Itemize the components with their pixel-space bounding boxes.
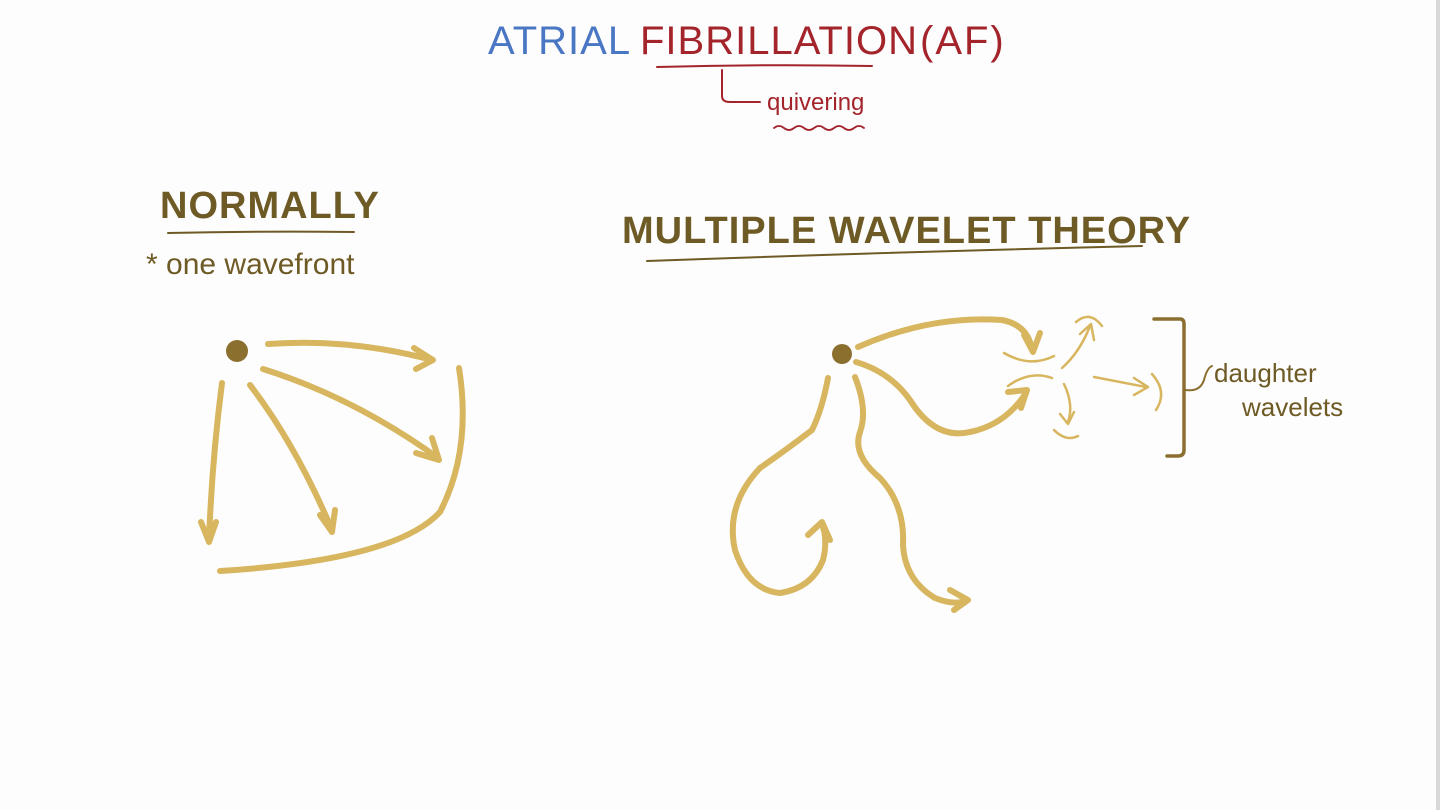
title-atrial: ATRIAL	[488, 19, 631, 63]
daughter-wavelets-group	[1002, 315, 1163, 440]
wavelet-middle-path	[853, 359, 1029, 437]
daughter-wavelet-up-front	[1074, 315, 1104, 328]
daughter-wavelets-bracket	[1152, 317, 1186, 458]
normally-note: * one wavefront	[146, 248, 355, 281]
daughter-wavelet-right	[1092, 375, 1148, 389]
normal-arrow-down	[206, 380, 225, 543]
collision-arc-lower	[1006, 374, 1054, 388]
daughter-wavelet-down	[1062, 382, 1072, 424]
normal-arrow-diagonal	[260, 366, 441, 461]
wavelet-left-loop-path	[729, 375, 831, 596]
wavelet-left-loop-arrowhead	[805, 519, 833, 543]
title-annotation-connector	[721, 69, 761, 103]
normal-wavefront-diagram	[198, 339, 466, 574]
daughter-wavelet-up	[1060, 324, 1092, 370]
title-annotation-wavy-underline	[773, 125, 865, 131]
multiple-wavelet-heading-underline	[646, 245, 1143, 262]
title-abbreviation: (AF)	[920, 19, 1006, 63]
daughter-wavelet-right-front	[1150, 372, 1163, 412]
title-fibrillation-underline	[656, 64, 873, 68]
daughter-wavelet-down-head	[1058, 410, 1076, 426]
wavelet-lower-arrowhead	[947, 587, 971, 613]
normal-arrow-right	[265, 339, 435, 363]
normal-arrow-down-head	[198, 519, 219, 545]
normal-arrow-diagonal-head	[413, 435, 442, 463]
normal-curved-boundary	[217, 365, 466, 574]
collision-arc-upper	[1002, 351, 1056, 363]
window-edge	[1436, 0, 1440, 810]
daughter-wavelets-label-line1: daughter	[1214, 358, 1317, 388]
wavelet-upper-path	[855, 316, 1035, 353]
multiple-wavelet-diagram	[729, 316, 1043, 613]
daughter-wavelets-label-line2: wavelets	[1241, 392, 1343, 422]
normally-heading-underline	[167, 230, 355, 234]
normal-origin-dot	[226, 340, 248, 362]
wavelet-middle-arrowhead	[1005, 387, 1030, 411]
daughter-wavelets-bracket-nub	[1185, 365, 1213, 392]
normal-arrow-right-head	[411, 345, 436, 372]
wavelet-upper-arrowhead	[1021, 330, 1043, 355]
daughter-wavelet-down-front	[1052, 428, 1080, 440]
normal-arrow-mid-down	[247, 382, 335, 533]
wavelet-lower-path	[852, 374, 970, 606]
normal-arrow-mid-down-head	[317, 507, 338, 535]
title-fibrillation: FIBRILLATION	[640, 19, 918, 63]
daughter-wavelet-up-head	[1078, 322, 1096, 342]
wavelet-origin-dot	[832, 344, 852, 364]
multiple-wavelet-heading: MULTIPLE WAVELET THEORY	[622, 210, 1191, 252]
daughter-wavelet-right-head	[1132, 376, 1150, 397]
normally-heading: NORMALLY	[160, 185, 380, 227]
title-annotation-text: quivering	[767, 89, 864, 116]
